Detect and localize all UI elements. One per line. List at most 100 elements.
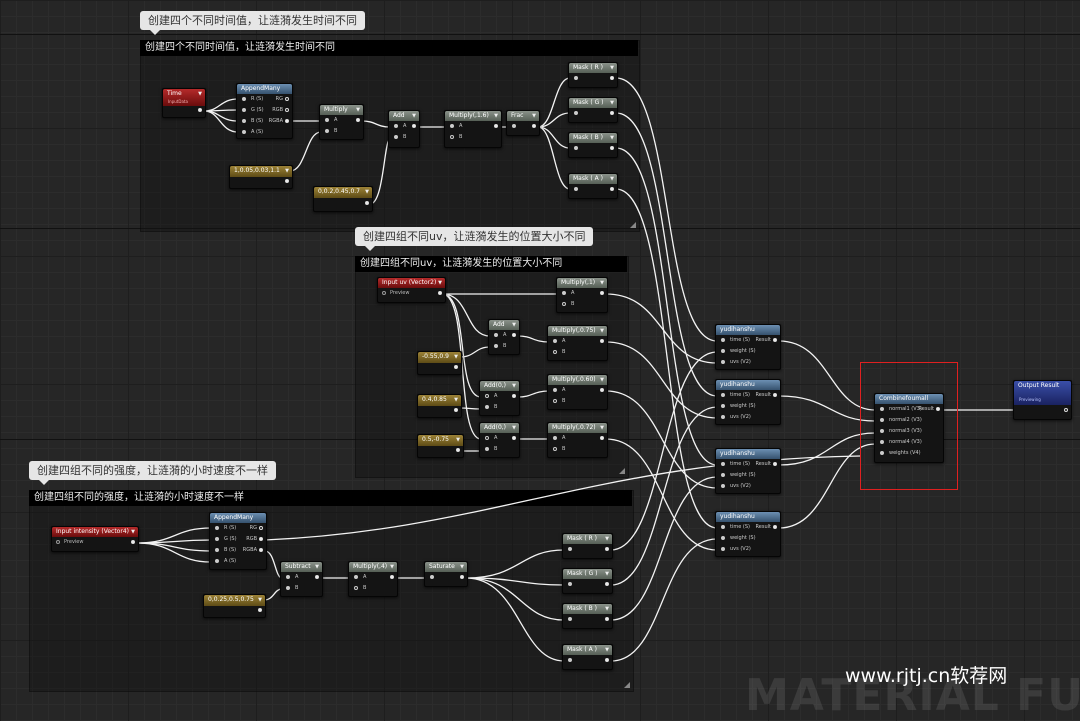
output-pin[interactable]: [603, 581, 609, 587]
input-pin-b[interactable]: B: [557, 299, 607, 310]
chevron-down-icon[interactable]: ▼: [610, 135, 614, 141]
param-node[interactable]: 0,0.25,0.5,0.75▼: [203, 594, 266, 618]
input-pin-r[interactable]: R (S): [237, 94, 292, 105]
output-pin[interactable]: [436, 290, 442, 296]
output-pin[interactable]: [256, 607, 262, 613]
node-header[interactable]: Mask ( A )▼: [569, 174, 617, 184]
output-pin-result[interactable]: Result: [756, 524, 777, 530]
chevron-down-icon[interactable]: ▼: [605, 647, 609, 653]
node-header[interactable]: Mask ( R )▼: [563, 534, 612, 544]
input-pin-weight[interactable]: weight (S): [716, 346, 780, 357]
comment-header-uv[interactable]: 创建四组不同uv，让涟漪发生的位置大小不同: [355, 256, 627, 272]
node-header[interactable]: Add(0,)▼: [480, 381, 519, 391]
appendmany-node[interactable]: AppendMany R (S) G (S) B (S) A (S) RG RG…: [236, 83, 293, 139]
input-pin-b[interactable]: B: [489, 341, 519, 352]
node-header[interactable]: Multiply(,0.60)▼: [548, 375, 607, 385]
input-pin[interactable]: [569, 143, 617, 154]
input-pin[interactable]: [563, 655, 612, 666]
input-pin-normal2[interactable]: normal2 (V3): [875, 415, 943, 426]
output-pin[interactable]: [598, 290, 604, 296]
node-header[interactable]: Multiply▼: [320, 105, 363, 115]
chevron-down-icon[interactable]: ▼: [610, 100, 614, 106]
input-pin-weight[interactable]: weight (S): [716, 401, 780, 412]
node-header[interactable]: Frac▼: [507, 111, 539, 121]
output-pin[interactable]: [510, 332, 516, 338]
mask-r-node[interactable]: Mask ( R )▼: [562, 533, 613, 559]
resize-handle[interactable]: [619, 468, 625, 474]
output-pin[interactable]: [608, 75, 614, 81]
output-pin[interactable]: [598, 435, 604, 441]
chevron-down-icon[interactable]: ▼: [610, 176, 614, 182]
input-pin-time[interactable]: time (S): [716, 459, 780, 470]
multiply-0-60-node[interactable]: Multiply(,0.60)▼ A B: [547, 374, 608, 410]
param-node[interactable]: 0.4,0.85▼: [417, 394, 462, 418]
node-header[interactable]: yudihanshu: [716, 449, 780, 459]
resize-handle[interactable]: [630, 222, 636, 228]
input-pin[interactable]: [569, 108, 617, 119]
chevron-down-icon[interactable]: ▼: [365, 189, 369, 195]
saturate-node[interactable]: Saturate▼: [424, 561, 468, 587]
output-pin[interactable]: [603, 657, 609, 663]
mask-b-node[interactable]: Mask ( B )▼: [568, 132, 618, 158]
input-pin-b[interactable]: B: [548, 444, 607, 455]
yudihanshu-node[interactable]: yudihanshu time (S) weight (S) uvs (V2) …: [715, 379, 781, 425]
node-header[interactable]: 0,0.2,0.45,0.7▼: [314, 187, 372, 198]
chevron-down-icon[interactable]: ▼: [454, 397, 458, 403]
input-pin-b[interactable]: B (S): [237, 116, 292, 127]
yudihanshu-node[interactable]: yudihanshu time (S) weight (S) uvs (V2) …: [715, 511, 781, 557]
node-header[interactable]: Input intensity (Vector4)▼: [52, 527, 138, 537]
node-header[interactable]: Saturate▼: [425, 562, 467, 572]
input-pin-a[interactable]: A: [320, 115, 363, 126]
input-pin-time[interactable]: time (S): [716, 522, 780, 533]
input-pin-normal4[interactable]: normal4 (V3): [875, 437, 943, 448]
multiply-0-72-node[interactable]: Multiply(,0.72)▼ A B: [547, 422, 608, 458]
frac-node[interactable]: Frac▼: [506, 110, 540, 136]
input-pin-a[interactable]: A: [548, 385, 607, 396]
node-header[interactable]: Add(0,)▼: [480, 423, 519, 433]
input-pin-b[interactable]: B: [548, 396, 607, 407]
output-pin[interactable]: [510, 435, 516, 441]
preview-pin[interactable]: Preview: [378, 288, 445, 298]
output-pin-result[interactable]: Result: [756, 337, 777, 343]
mask-g-node[interactable]: Mask ( G )▼: [568, 97, 618, 123]
output-pin[interactable]: [452, 407, 458, 413]
add-0-node[interactable]: Add(0,)▼ A B: [479, 380, 520, 416]
chevron-down-icon[interactable]: ▼: [285, 168, 289, 174]
input-pin-b[interactable]: B: [445, 132, 501, 143]
node-header[interactable]: 0.4,0.85▼: [418, 395, 461, 406]
output-pin-rgba[interactable]: RGBA: [269, 118, 289, 124]
chevron-down-icon[interactable]: ▼: [512, 383, 516, 389]
add-node[interactable]: Add▼ A B: [388, 110, 420, 148]
input-pin-g[interactable]: G (S): [237, 105, 292, 116]
node-header[interactable]: Mask ( G )▼: [563, 569, 612, 579]
node-header[interactable]: 0.5,-0.75▼: [418, 435, 463, 446]
node-header[interactable]: -0.55,0.9▼: [418, 352, 461, 363]
output-pin[interactable]: [129, 539, 135, 545]
node-header[interactable]: Multiply(,1.6)▼: [445, 111, 501, 121]
input-pin[interactable]: [569, 73, 617, 84]
node-header[interactable]: Mask ( B )▼: [563, 604, 612, 614]
chevron-down-icon[interactable]: ▼: [600, 328, 604, 334]
comment-box-intensity[interactable]: [29, 490, 634, 692]
output-pin[interactable]: [510, 393, 516, 399]
output-pin-result[interactable]: Result: [756, 461, 777, 467]
output-result-node[interactable]: Output Result Previewing: [1013, 380, 1072, 420]
node-header[interactable]: Add▼: [489, 320, 519, 330]
input-pin-g[interactable]: G (S): [210, 534, 266, 545]
input-pin-b[interactable]: B: [281, 583, 322, 594]
input-pin[interactable]: [425, 572, 467, 583]
node-header[interactable]: Mask ( G )▼: [569, 98, 617, 108]
chevron-down-icon[interactable]: ▼: [454, 354, 458, 360]
input-pin-r[interactable]: R (S): [210, 523, 266, 534]
input-pin[interactable]: [1062, 407, 1068, 413]
input-intensity-node[interactable]: Input intensity (Vector4)▼ Preview: [51, 526, 139, 552]
input-pin-uvs[interactable]: uvs (V2): [716, 357, 780, 368]
combinefoumall-node[interactable]: Combinefoumall normal1 (V3) normal2 (V3)…: [874, 393, 944, 463]
node-header[interactable]: Multiply(,0.75)▼: [548, 326, 607, 336]
chevron-down-icon[interactable]: ▼: [512, 425, 516, 431]
yudihanshu-node[interactable]: yudihanshu time (S) weight (S) uvs (V2) …: [715, 324, 781, 370]
add-0-node[interactable]: Add(0,)▼ A B: [479, 422, 520, 458]
chevron-down-icon[interactable]: ▼: [315, 564, 319, 570]
node-header[interactable]: Mask ( B )▼: [569, 133, 617, 143]
chevron-down-icon[interactable]: ▼: [512, 322, 516, 328]
